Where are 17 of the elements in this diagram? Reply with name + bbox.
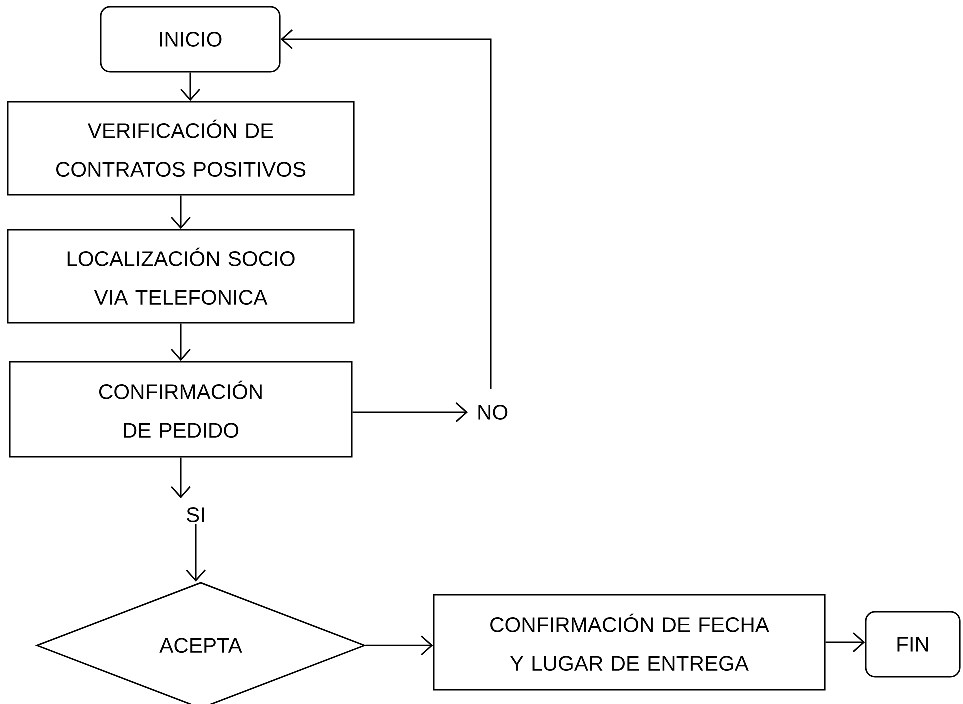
process-box: LOCALIZACIÓN SOCIO VIA TELEFONICA [7,229,355,324]
arrow [280,30,492,390]
arrow [366,636,434,656]
arrow [171,196,191,230]
branch-label: NO [478,405,508,420]
arrow [180,72,200,102]
terminal-box: FIN [865,611,961,678]
branch-label: SI [187,508,204,522]
arrow [171,458,191,499]
terminal-box: INICIO [100,6,281,73]
arrow [186,524,206,582]
arrow [352,402,468,422]
arrow [171,324,191,362]
process-box: VERIFICACIÓN DE CONTRATOS POSITIVOS [7,101,355,196]
process-box: CONFIRMACIÓN DE PEDIDO [9,361,353,458]
arrow [826,632,866,652]
process-box: CONFIRMACIÓN DE FECHA Y LUGAR DE ENTREGA [433,594,826,691]
